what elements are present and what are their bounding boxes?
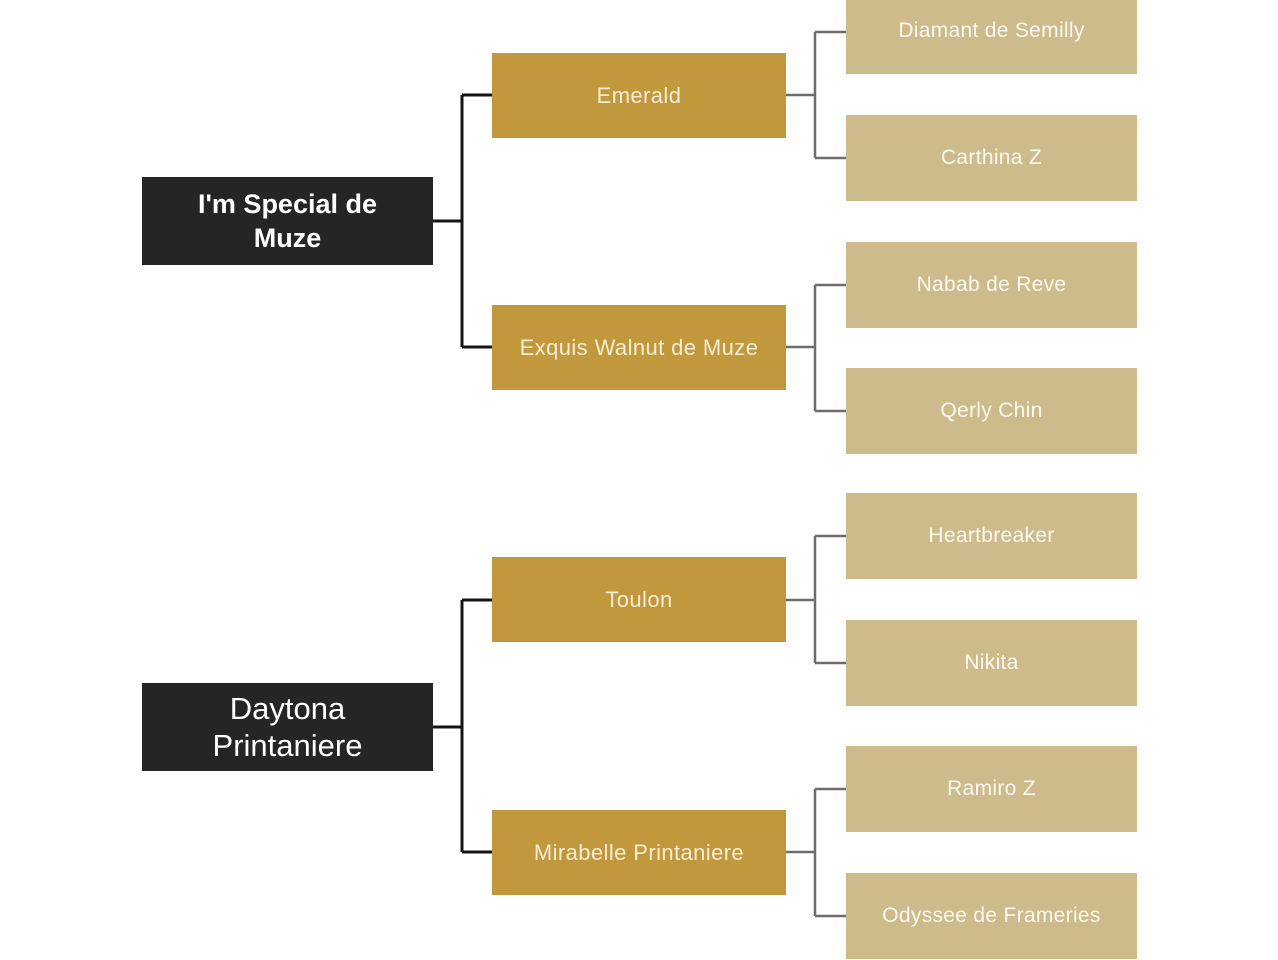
node-label: Nabab de Reve <box>916 273 1067 296</box>
grandparent-node: Odyssee de Frameries <box>846 873 1137 959</box>
connector-root2 <box>433 598 492 854</box>
connector-parent1 <box>786 30 846 160</box>
node-label: Qerly Chin <box>940 399 1043 422</box>
node-label: Mirabelle Printaniere <box>533 839 745 865</box>
root-node: Daytona Printaniere <box>142 683 433 771</box>
grandparent-node: Nabab de Reve <box>846 242 1137 328</box>
grandparent-node: Qerly Chin <box>846 368 1137 454</box>
parent-node: Emerald <box>492 53 786 138</box>
node-label: Carthina Z <box>940 146 1043 169</box>
node-label: Heartbreaker <box>928 524 1055 547</box>
node-label: Daytona Printaniere <box>212 691 363 763</box>
parent-node: Exquis Walnut de Muze <box>492 305 786 390</box>
node-label: Odyssee de Frameries <box>882 904 1101 927</box>
node-label: Ramiro Z <box>947 777 1036 800</box>
grandparent-node: Heartbreaker <box>846 493 1137 579</box>
grandparent-node: Nikita <box>846 620 1137 706</box>
node-label: Nikita <box>964 651 1019 674</box>
grandparent-node: Carthina Z <box>846 115 1137 201</box>
root-node: I'm Special de Muze <box>142 177 433 265</box>
grandparent-node: Ramiro Z <box>846 746 1137 832</box>
parent-node: Toulon <box>492 557 786 642</box>
node-label: Toulon <box>605 586 673 612</box>
node-label: Emerald <box>596 82 682 108</box>
connector-parent2 <box>786 283 846 413</box>
parent-node: Mirabelle Printaniere <box>492 810 786 895</box>
node-label: Diamant de Semilly <box>898 19 1085 42</box>
node-label: I'm Special de Muze <box>198 189 377 253</box>
connector-parent3 <box>786 534 846 665</box>
node-label: Exquis Walnut de Muze <box>519 334 759 360</box>
connector-parent4 <box>786 787 846 918</box>
grandparent-node: Diamant de Semilly <box>846 0 1137 74</box>
connector-root1 <box>433 93 492 349</box>
